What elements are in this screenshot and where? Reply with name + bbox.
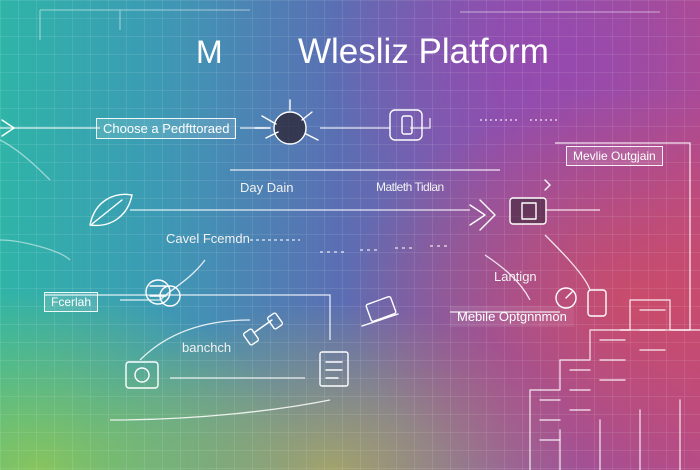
logo-mark: M xyxy=(196,34,223,70)
coins-icon[interactable] xyxy=(145,279,181,307)
mid-header-label: Matleth Tidlan xyxy=(376,180,444,194)
page-title: Wlesliz Platform xyxy=(298,32,549,71)
phone-icon[interactable] xyxy=(389,109,423,141)
cavel-label: Cavel Fcemdn xyxy=(166,231,250,246)
splash-node-icon[interactable] xyxy=(254,99,319,145)
choose-box[interactable]: Choose a Pedfttoraed xyxy=(96,118,237,139)
mobile-optimization-box[interactable]: Mebile Optgnnmon xyxy=(450,306,574,327)
chevron-right-icon xyxy=(544,179,551,191)
phone-device-icon[interactable] xyxy=(469,197,547,231)
lantign-label: Lantign xyxy=(494,269,537,284)
banchch-label: banchch xyxy=(182,340,232,355)
laptop-icon[interactable] xyxy=(361,295,399,327)
leaf-icon[interactable] xyxy=(89,193,133,227)
dumbbell-icon[interactable] xyxy=(242,312,284,346)
connector-arrow-icon xyxy=(1,119,15,137)
mobile-outgain-box[interactable]: Mevlie Outgjain xyxy=(566,146,663,166)
gauge-icon[interactable] xyxy=(555,287,607,317)
camera-icon[interactable] xyxy=(125,361,159,389)
document-stack-icon[interactable] xyxy=(319,351,349,387)
fcerlah-box[interactable]: Fcerlah xyxy=(44,292,99,312)
day-dain-label: Day Dain xyxy=(240,180,294,195)
city-skyline-icon xyxy=(529,299,700,470)
